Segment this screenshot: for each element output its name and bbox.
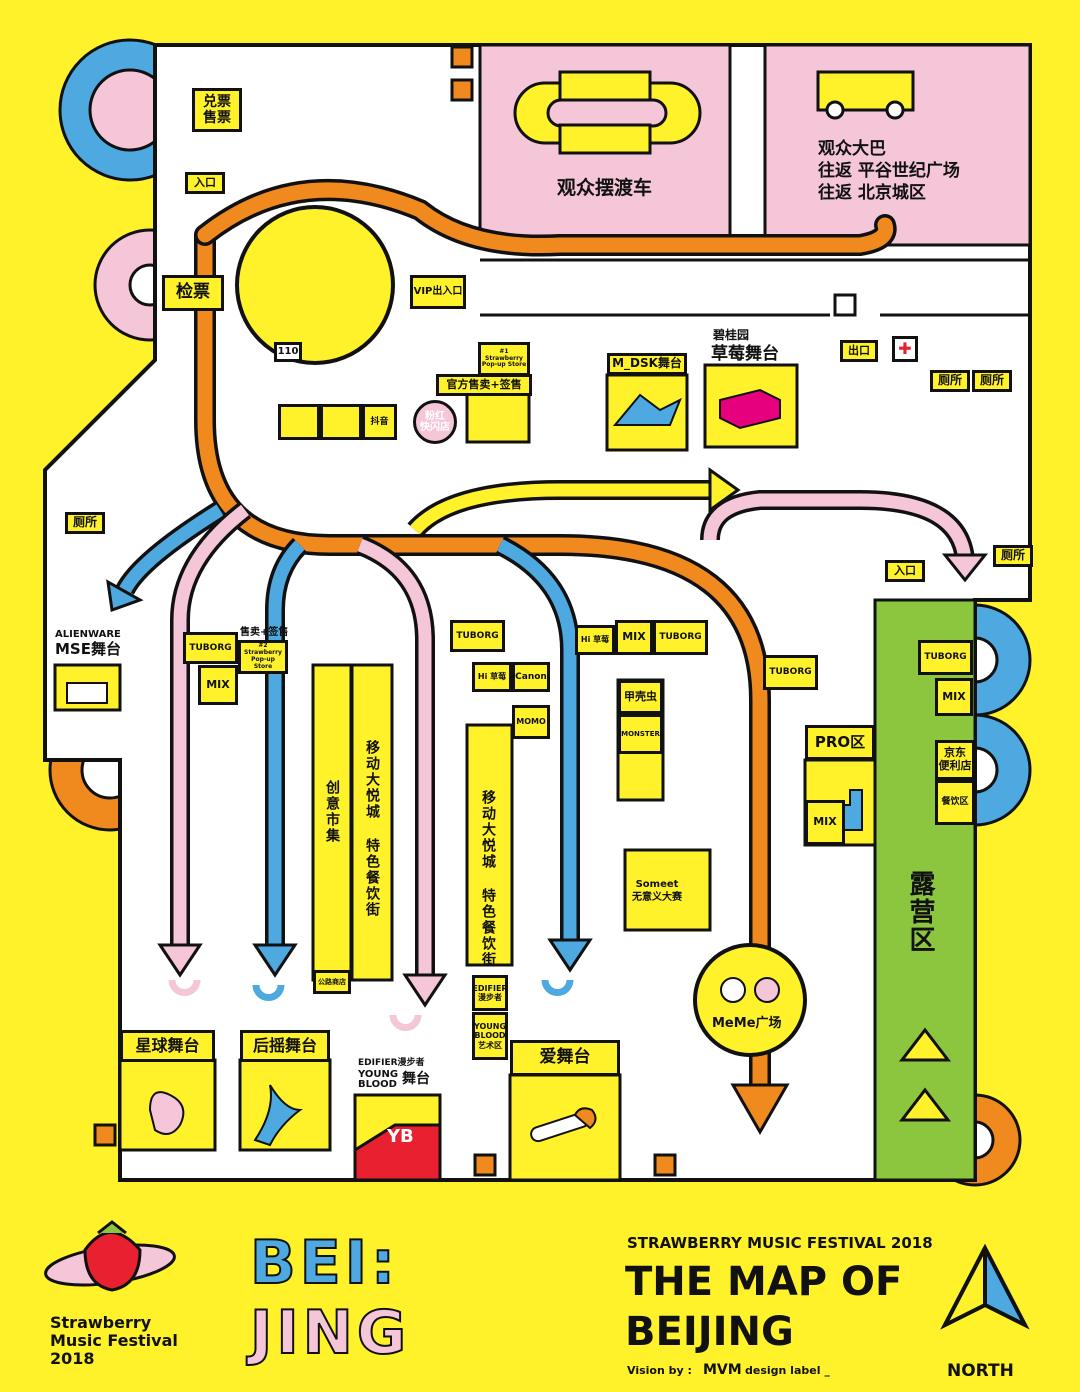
beetle-label: 甲壳虫: [618, 680, 663, 714]
official-shop-label: 官方售卖+签售: [436, 374, 532, 396]
strawberry-stage-label: 草莓舞台: [711, 344, 779, 364]
yb-label: YB: [387, 1126, 414, 1147]
popup-store-1-label: #1 Strawberry Pop-up Store: [478, 342, 530, 376]
camping-entrance-label: 入口: [885, 560, 925, 582]
meme-plaza-label: MeMe广场: [712, 1016, 782, 1031]
sale-signing-label: 售卖+签售: [240, 627, 289, 638]
credit-prefix: Vision by :: [627, 1364, 692, 1377]
main-entrance-label: 入口: [185, 172, 225, 194]
logo-text-line3: 2018: [50, 1349, 95, 1368]
jd-store-label: 京东 便利店: [935, 740, 975, 780]
momo-label: MOMO: [512, 705, 550, 739]
hi-caomei-label: Hi 草莓: [575, 625, 615, 655]
credit-brand: MVM: [703, 1362, 742, 1378]
camping-zone-label: 露营区: [905, 870, 935, 954]
alienware-label: ALIENWARE: [55, 629, 121, 640]
young-blood-label: YOUNG BLOOD: [358, 1069, 399, 1090]
audience-bus-label: 观众大巴 往返 平谷世纪广场 往返 北京城区: [818, 139, 960, 204]
creative-market-label: 创意市集: [324, 780, 340, 844]
orange-route: [197, 227, 768, 1093]
ticket-booth-label: 兑票 售票: [192, 88, 242, 132]
tuborg-label: TUBORG: [918, 640, 973, 675]
edifier-zone-label: EDIFIER 漫步者: [472, 975, 508, 1011]
gate-110-label: 110: [274, 342, 302, 362]
headline-line1: THE MAP OF: [625, 1259, 903, 1305]
first-aid-icon: ✚: [892, 336, 918, 362]
credit-suffix: design label _: [745, 1364, 830, 1377]
mse-stage-label: MSE舞台: [55, 640, 121, 658]
food-street-label-2: 移动大悦城 特色餐饮街: [480, 790, 496, 968]
edifier-stage-suffix-label: 舞台: [402, 1071, 430, 1087]
rock-stage-label: 后摇舞台: [240, 1030, 330, 1062]
tuborg-label: TUBORG: [183, 632, 238, 664]
toilet-label: 厕所: [993, 545, 1033, 567]
sponsor-block: [320, 404, 362, 440]
tuborg-label: TUBORG: [653, 620, 708, 655]
mix-label: MIX: [615, 620, 653, 655]
festival-name: STRAWBERRY MUSIC FESTIVAL 2018: [627, 1234, 933, 1252]
wanghong-shop-label: 粉红 快闪店: [413, 400, 457, 444]
love-stage-label: 爱舞台: [510, 1040, 620, 1076]
headline-line2: BEIJING: [625, 1309, 794, 1355]
exit-label: 出口: [840, 340, 878, 362]
someet-label: Someet 无意义大赛: [632, 879, 682, 903]
planet-stage-label: 星球舞台: [120, 1030, 215, 1062]
shuttle-bus-label: 观众摆渡车: [557, 177, 653, 199]
logo-text-line1: Strawberry: [50, 1313, 152, 1332]
monster-label: MONSTER: [618, 714, 663, 754]
tent-icon: [898, 1027, 952, 1062]
edifier-stage-prefix-label: EDIFIER漫步者: [358, 1058, 425, 1068]
vip-entrance-label: VIP出入口: [410, 275, 466, 309]
sponsor-block: [278, 404, 320, 440]
popup-store-2-label: #2 Strawberry Pop-up Store: [238, 640, 288, 674]
canon-label: Canon: [512, 662, 550, 692]
mix-label: MIX: [198, 665, 238, 705]
gate-circle: [235, 205, 395, 365]
meme-plaza-circle: [693, 943, 807, 1057]
tent-icon: [898, 1087, 952, 1122]
ticket-check-label: 检票: [162, 275, 224, 311]
u-turn-icon: [168, 979, 574, 1031]
north-label: NORTH: [947, 1361, 1014, 1381]
hi-caomei-label: Hi 草莓: [472, 662, 512, 692]
strawberry-stage-sponsor-label: 碧桂园: [713, 328, 750, 342]
food-street-strip-2: [465, 723, 514, 967]
toilet-label: 厕所: [972, 370, 1012, 392]
toilet-label: 厕所: [65, 512, 105, 534]
official-shop-block: [465, 390, 531, 444]
someet-block: [623, 848, 712, 932]
tuborg-label: TUBORG: [763, 655, 818, 690]
city-title-line2: JING: [249, 1297, 411, 1369]
road-shop-label: 公路商店: [313, 970, 351, 994]
m-dsk-stage-label: M_DSK舞台: [607, 353, 687, 375]
restaurant-label: 餐饮区: [935, 780, 975, 825]
pro-zone-label: PRO区: [805, 725, 875, 760]
city-title-line1: BEI:: [249, 1227, 400, 1299]
toilet-label: 厕所: [930, 370, 970, 392]
young-blood-zone-label: YOUNG BLOOD 艺术区: [472, 1012, 508, 1060]
logo-text-line2: Music Festival: [50, 1331, 178, 1350]
sponsor-tiktok-label: 抖音: [362, 404, 397, 440]
mix-label: MIX: [805, 800, 845, 845]
tuborg-label: TUBORG: [450, 620, 505, 652]
audience-bus-area: [763, 43, 1032, 247]
bus-icon: [513, 70, 915, 155]
mix-label: MIX: [935, 678, 973, 716]
food-street-label-1: 移动大悦城 特色餐饮街: [364, 740, 380, 918]
food-street-strip-1: [350, 663, 394, 982]
